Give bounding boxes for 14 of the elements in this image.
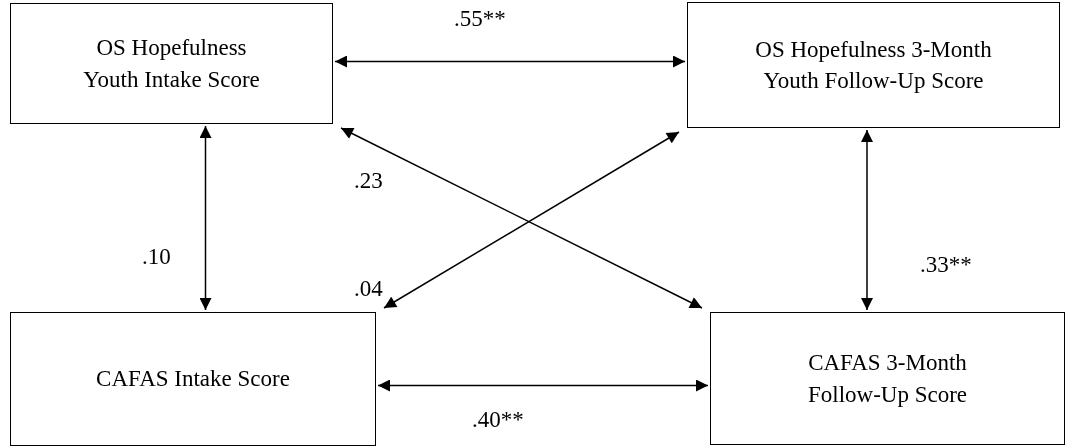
text-box [687, 2, 1060, 128]
box-label: CAFAS Intake Score [96, 365, 290, 394]
text-box [10, 312, 376, 446]
text-box [710, 312, 1065, 445]
text-box [10, 3, 333, 124]
double-arrow [334, 55, 686, 68]
double-arrow [383, 131, 680, 309]
double-arrow [377, 379, 709, 392]
double-arrow [199, 125, 212, 311]
box-label: OS Hopefulness Youth Intake Score [82, 34, 261, 94]
double-arrow [861, 129, 873, 311]
box-label: CAFAS 3-Month Follow-Up Score [806, 349, 969, 409]
double-arrow [340, 127, 703, 309]
box-label: OS Hopefulness 3-Month Youth Follow-Up Score [754, 35, 993, 95]
